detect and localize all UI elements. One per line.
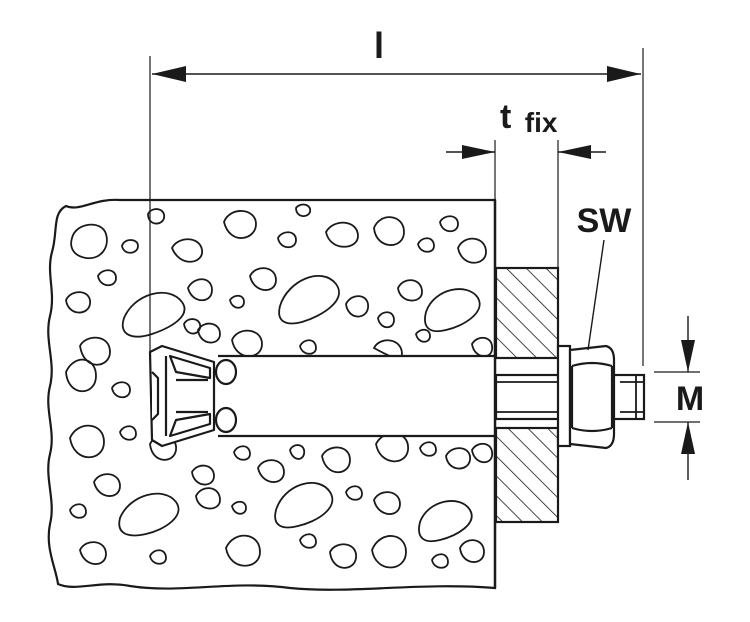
label-tfix-sub: fix [525,107,558,138]
dimension-tfix [446,145,606,159]
label-wrench-size: SW [577,202,633,240]
sleeve-slot-bottom [214,406,238,434]
sleeve-slot-top [214,358,238,386]
fixture-lower [494,426,560,524]
hex-nut [568,344,616,450]
sw-leader-line [587,239,605,351]
washer [556,344,572,448]
rod-thread-lines [496,375,644,419]
dimension-m [681,316,695,480]
dimension-l [152,66,641,82]
label-length: l [374,25,384,66]
extension-lines [149,48,700,423]
expansion-sleeve [148,344,216,448]
label-thread: M [676,380,704,418]
label-tfix-main: t [500,98,511,136]
label-tfix: t fix [500,98,558,138]
fixture-upper [494,266,560,360]
